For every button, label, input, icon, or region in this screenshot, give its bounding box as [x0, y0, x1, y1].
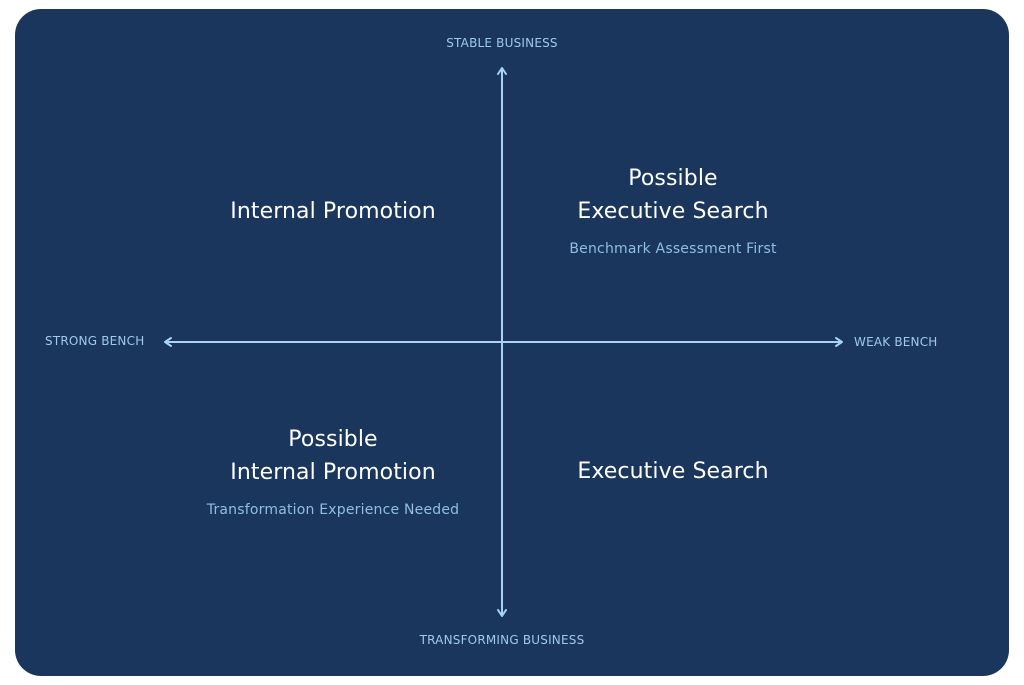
quadrant-title-line2: Internal Promotion: [230, 460, 436, 485]
quadrant-title-line2: Executive Search: [577, 199, 769, 224]
arrow-left-icon: [164, 337, 172, 347]
axis-label-weak-bench: WEAK BENCH: [854, 335, 938, 349]
quadrant-top-left: Internal Promotion: [230, 195, 436, 228]
arrow-down-icon: [497, 609, 507, 617]
quadrant-bottom-right: Executive Search: [577, 455, 768, 488]
quadrant-top-right: Possible Executive Search Benchmark Asse…: [569, 162, 776, 258]
quadrant-title-line1: Possible: [628, 166, 718, 191]
quadrant-title-line1: Possible: [288, 427, 378, 452]
quadrant-title: Internal Promotion: [230, 199, 436, 224]
quadrant-bottom-left: Possible Internal Promotion Transformati…: [207, 423, 460, 519]
axis-label-strong-bench: STRONG BENCH: [45, 334, 145, 348]
quadrant-subtitle: Transformation Experience Needed: [206, 502, 460, 518]
arrow-right-icon: [835, 337, 843, 347]
horizontal-axis: [164, 337, 843, 347]
arrow-up-icon: [497, 67, 507, 75]
quadrant-subtitle: Benchmark Assessment First: [569, 241, 777, 257]
axis-label-stable-business: STABLE BUSINESS: [446, 36, 558, 50]
quadrant-title: Executive Search: [577, 459, 769, 484]
axis-label-transforming-business: TRANSFORMING BUSINESS: [419, 633, 585, 647]
